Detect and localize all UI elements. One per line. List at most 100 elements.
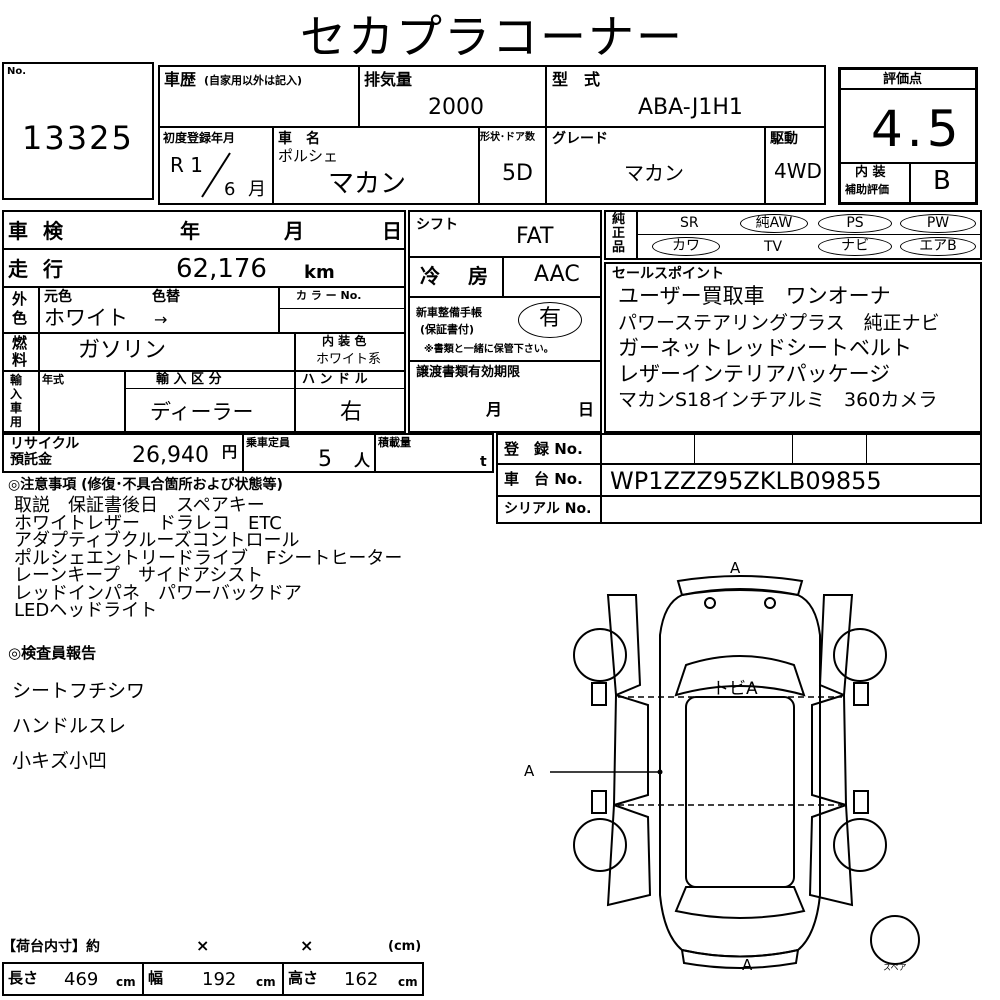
color-orig-label: 元色 bbox=[44, 289, 72, 305]
grade-label: グレード bbox=[552, 131, 608, 147]
mileage-value: 62,176 bbox=[176, 254, 267, 284]
inspection-month: 月 bbox=[284, 219, 304, 243]
option-pw: PW bbox=[926, 215, 950, 231]
inspection-day: 日 bbox=[382, 219, 402, 243]
warranty-label-2: (保証書付) bbox=[420, 323, 475, 336]
option-airbag-circle: エアB bbox=[900, 237, 976, 256]
sales-line-1: ユーザー買取車 ワンオーナ bbox=[618, 284, 891, 308]
shift-value: FAT bbox=[516, 224, 554, 249]
cargo-length-unit: cm bbox=[116, 975, 136, 989]
import-side-label: 輸 入 車 用 bbox=[10, 373, 23, 429]
color-code-label: カ ラ ー No. bbox=[296, 289, 362, 302]
lot-box: No. 13325 bbox=[2, 62, 154, 200]
displacement-value: 2000 bbox=[428, 95, 484, 120]
color-arrow: → bbox=[154, 310, 168, 329]
interior-score: B bbox=[933, 166, 951, 196]
front-damage-mark: A bbox=[730, 559, 741, 577]
first-reg-month-unit: 月 bbox=[248, 179, 266, 200]
handle-label: ハ ン ド ル bbox=[302, 372, 368, 387]
body-doors-label: 形状･ドア数 bbox=[480, 132, 535, 143]
inspection-block: 車 検 年 月 日 走 行 62,176 km 外 色 元色 色替 ホワイト →… bbox=[2, 210, 406, 433]
drive-value: 4WD bbox=[774, 159, 822, 183]
fuel-side-2: 料 bbox=[12, 351, 28, 369]
cargo-width-label: 幅 bbox=[148, 969, 164, 987]
mileage-unit: km bbox=[304, 262, 335, 283]
mileage-label: 走 行 bbox=[8, 257, 67, 281]
chassis-label: 車 台 No. bbox=[504, 470, 583, 488]
interior-color-label: 内 装 色 bbox=[322, 334, 367, 348]
cargo-length-label: 長さ bbox=[8, 969, 39, 987]
ac-label: 冷 房 bbox=[420, 264, 492, 288]
import-class-value: ディーラー bbox=[150, 400, 254, 424]
note-line: レッドインパネ パワーバックドア bbox=[14, 582, 302, 604]
sales-label: セールスポイント bbox=[612, 266, 724, 282]
inspector-label: ◎検査員報告 bbox=[8, 644, 97, 662]
option-tv: TV bbox=[764, 239, 783, 255]
model-type-label: 型 式 bbox=[552, 70, 601, 89]
first-reg-label: 初度登録年月 bbox=[163, 131, 236, 145]
option-pw-circle: PW bbox=[900, 214, 976, 233]
cargo-unit: (cm) bbox=[388, 939, 422, 954]
load-unit: t bbox=[480, 454, 487, 470]
warranty-label-1: 新車整備手帳 bbox=[416, 306, 482, 319]
registration-block: 登 録 No. 車 台 No. WP1ZZZ95ZKLB09855 シリアル N… bbox=[496, 433, 982, 524]
lot-label: No. bbox=[7, 66, 27, 77]
option-navi-circle: ナビ bbox=[818, 237, 892, 256]
displacement-label: 排気量 bbox=[364, 70, 413, 89]
score-value: 4.5 bbox=[871, 100, 963, 158]
roof-damage-mark: トビA bbox=[712, 679, 758, 699]
interior-color-value: ホワイト系 bbox=[316, 352, 382, 367]
sales-points: セールスポイント ユーザー買取車 ワンオーナ パワーステアリングプラス 純正ナビ… bbox=[604, 262, 982, 433]
capacity-unit: 人 bbox=[354, 451, 371, 470]
car-model: マカン bbox=[328, 169, 407, 199]
history-label: 車歴 bbox=[164, 70, 197, 89]
note-line: アダプティブクルーズコントロール bbox=[14, 530, 300, 551]
note-line: ポルシェエントリードライブ Fシートヒーター bbox=[14, 547, 403, 569]
score-box: 評価点 4.5 内 装 補助評価 B bbox=[838, 67, 978, 205]
recycle-value: 26,940 bbox=[132, 443, 209, 468]
inspection-label: 車 検 bbox=[8, 219, 67, 243]
sales-line-3: ガーネットレッドシートベルト bbox=[618, 336, 912, 360]
option-aw-circle: 純AW bbox=[740, 214, 808, 233]
cargo-length: 469 bbox=[64, 969, 99, 990]
grade-value: マカン bbox=[624, 161, 684, 185]
recycle-label-1: リサイクル bbox=[10, 436, 80, 452]
fuel-side-1: 燃 bbox=[12, 334, 28, 352]
inspection-year: 年 bbox=[180, 219, 200, 243]
body-doors-value: 5D bbox=[502, 161, 533, 186]
factory-side-label: 純 正 品 bbox=[612, 212, 626, 255]
recycle-label-2: 預託金 bbox=[10, 452, 52, 468]
capacity-label: 乗車定員 bbox=[246, 436, 290, 449]
import-class-label: 輸 入 区 分 bbox=[156, 372, 222, 387]
model-type-value: ABA-J1H1 bbox=[638, 95, 743, 120]
note-line: LEDヘッドライト bbox=[14, 600, 158, 621]
inspector-line: 小キズ小凹 bbox=[12, 750, 108, 772]
slash-divider bbox=[201, 152, 231, 198]
side-damage-mark: A bbox=[524, 762, 535, 780]
warranty-value-circle: 有 bbox=[518, 302, 582, 338]
registration-label: 登 録 No. bbox=[504, 440, 583, 458]
factory-options: 純 正 品 SR 純AW PS PW カワ TV ナビ エアB bbox=[604, 210, 982, 260]
note-line: 取説 保証書後日 スペアキー bbox=[14, 495, 265, 516]
vehicle-info-grid: 車歴 (自家用以外は記入) 排気量 2000 型 式 ABA-J1H1 初度登録… bbox=[158, 65, 826, 205]
cargo-times-1: × bbox=[196, 936, 210, 955]
color-side-1: 外 bbox=[12, 290, 28, 308]
drive-label: 駆動 bbox=[770, 131, 798, 147]
cargo-times-2: × bbox=[300, 936, 314, 955]
fuel-value: ガソリン bbox=[78, 338, 167, 363]
transfer-day: 日 bbox=[578, 400, 595, 419]
first-reg-era: R 1 bbox=[170, 153, 203, 177]
first-reg-month: 6 bbox=[224, 179, 236, 200]
inspector-line: ハンドルスレ bbox=[12, 715, 127, 737]
option-ps-circle: PS bbox=[818, 214, 892, 233]
handle-value: 右 bbox=[340, 400, 363, 425]
option-navi: ナビ bbox=[841, 238, 869, 254]
cargo-dimensions: 長さ 469 cm 幅 192 cm 高さ 162 cm bbox=[2, 962, 424, 996]
sales-line-2: パワーステアリングプラス 純正ナビ bbox=[618, 312, 940, 334]
warranty-value: 有 bbox=[538, 306, 561, 331]
inspector-line: シートフチシワ bbox=[12, 680, 146, 702]
color-side-2: 色 bbox=[12, 309, 28, 327]
recycle-row: リサイクル 預託金 26,940 円 乗車定員 5 人 積載量 t bbox=[2, 433, 494, 473]
cargo-height: 162 bbox=[344, 969, 379, 990]
warranty-note: ※書類と一緒に保管下さい。 bbox=[424, 344, 554, 355]
